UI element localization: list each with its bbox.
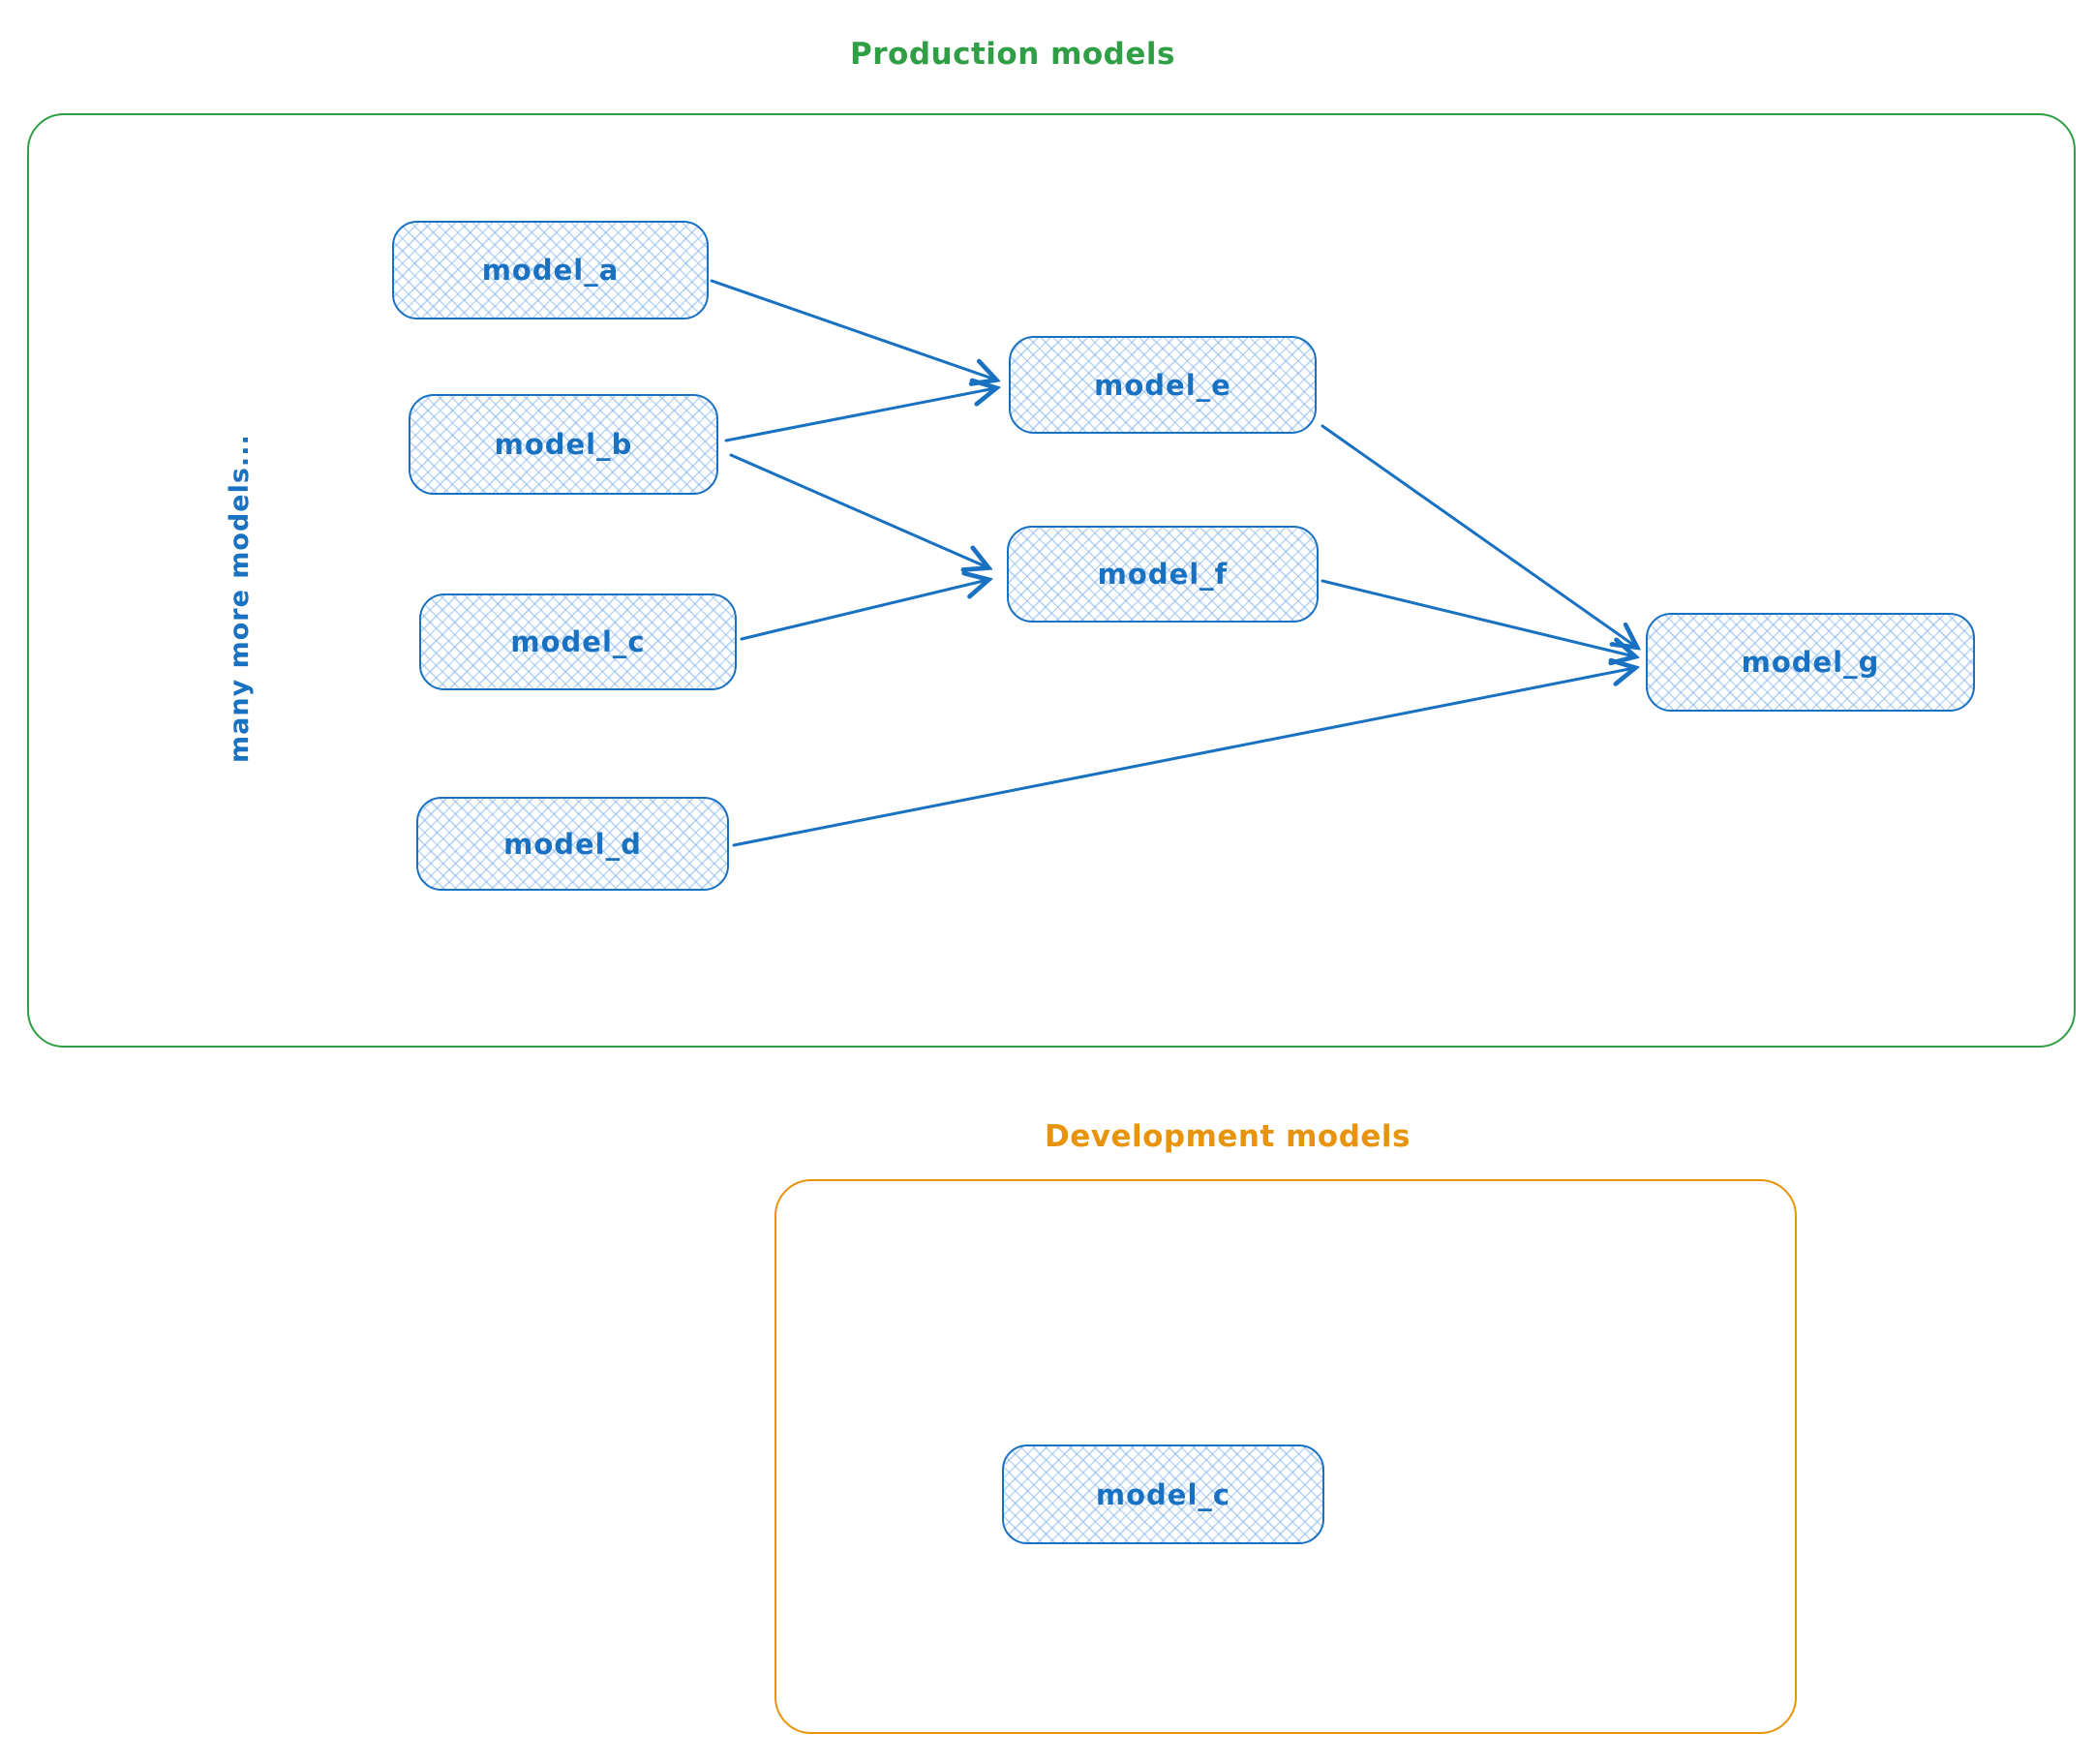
- node-model-d-label: model_d: [503, 827, 642, 861]
- node-model-f[interactable]: model_f: [1007, 526, 1319, 623]
- node-model-a[interactable]: model_a: [392, 221, 709, 319]
- many-more-models-annotation: many more models...: [225, 434, 255, 763]
- production-group-title: Production models: [850, 37, 1175, 72]
- node-model-e[interactable]: model_e: [1009, 336, 1317, 434]
- node-model-e-label: model_e: [1094, 368, 1231, 402]
- development-group-container: [774, 1179, 1797, 1734]
- node-model-b-label: model_b: [494, 428, 633, 461]
- production-group-container: [27, 113, 2076, 1048]
- node-model-c-label: model_c: [510, 625, 646, 658]
- node-model-d[interactable]: model_d: [416, 797, 729, 891]
- node-dev-model-c-label: model_c: [1095, 1477, 1231, 1511]
- node-model-b[interactable]: model_b: [409, 394, 718, 495]
- node-model-g-label: model_g: [1741, 646, 1880, 679]
- node-model-c[interactable]: model_c: [419, 593, 737, 690]
- development-group-title: Development models: [1044, 1119, 1412, 1154]
- node-model-a-label: model_a: [481, 254, 620, 287]
- node-model-g[interactable]: model_g: [1646, 613, 1975, 712]
- node-model-f-label: model_f: [1097, 558, 1229, 591]
- node-dev-model-c[interactable]: model_c: [1002, 1445, 1324, 1544]
